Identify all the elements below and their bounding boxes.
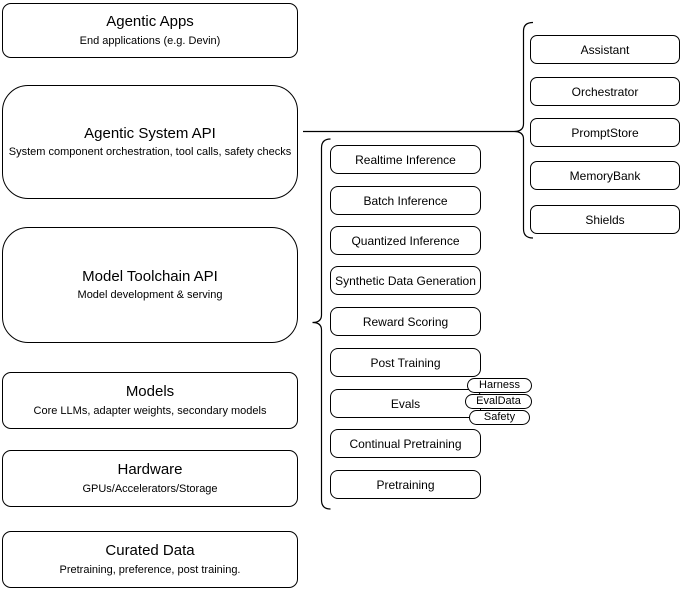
node-models: Models Core LLMs, adapter weights, secon… [2, 372, 298, 429]
node-subtitle: Core LLMs, adapter weights, secondary mo… [33, 404, 267, 417]
node-subtitle: Model development & serving [77, 289, 223, 302]
node-subtitle: GPUs/Accelerators/Storage [82, 482, 218, 495]
node-realtime-inference: Realtime Inference [330, 145, 481, 174]
node-assistant: Assistant [530, 35, 680, 64]
node-shields: Shields [530, 205, 680, 234]
node-pretraining: Pretraining [330, 470, 481, 499]
node-hardware: Hardware GPUs/Accelerators/Storage [2, 450, 298, 507]
node-promptstore: PromptStore [530, 118, 680, 147]
node-subtitle: Pretraining, preference, post training. [59, 563, 241, 576]
node-reward-scoring: Reward Scoring [330, 307, 481, 336]
node-subtitle: End applications (e.g. Devin) [79, 34, 221, 47]
tag-harness: Harness [467, 378, 532, 393]
node-title: Agentic System API [84, 124, 216, 142]
node-title: Curated Data [105, 542, 195, 560]
node-agentic-apps: Agentic Apps End applications (e.g. Devi… [2, 3, 298, 58]
node-evals: Evals [330, 389, 481, 418]
node-quantized-inference: Quantized Inference [330, 226, 481, 255]
toolchain-brace [312, 138, 331, 510]
node-curated-data: Curated Data Pretraining, preference, po… [2, 531, 298, 588]
tag-evaldata: EvalData [465, 394, 532, 409]
node-title: Model Toolchain API [82, 267, 218, 285]
node-title: Hardware [117, 461, 183, 479]
node-agentic-system-api: Agentic System API System component orch… [2, 85, 298, 199]
node-model-toolchain-api: Model Toolchain API Model development & … [2, 227, 298, 343]
node-title: Agentic Apps [106, 13, 194, 31]
node-batch-inference: Batch Inference [330, 186, 481, 215]
node-post-training: Post Training [330, 348, 481, 377]
node-subtitle: System component orchestration, tool cal… [8, 146, 292, 159]
node-orchestrator: Orchestrator [530, 77, 680, 106]
node-synthetic-data-generation: Synthetic Data Generation [330, 266, 481, 295]
node-title: Models [125, 383, 175, 401]
tag-safety: Safety [469, 410, 530, 425]
node-memorybank: MemoryBank [530, 161, 680, 190]
node-continual-pretraining: Continual Pretraining [330, 429, 481, 458]
